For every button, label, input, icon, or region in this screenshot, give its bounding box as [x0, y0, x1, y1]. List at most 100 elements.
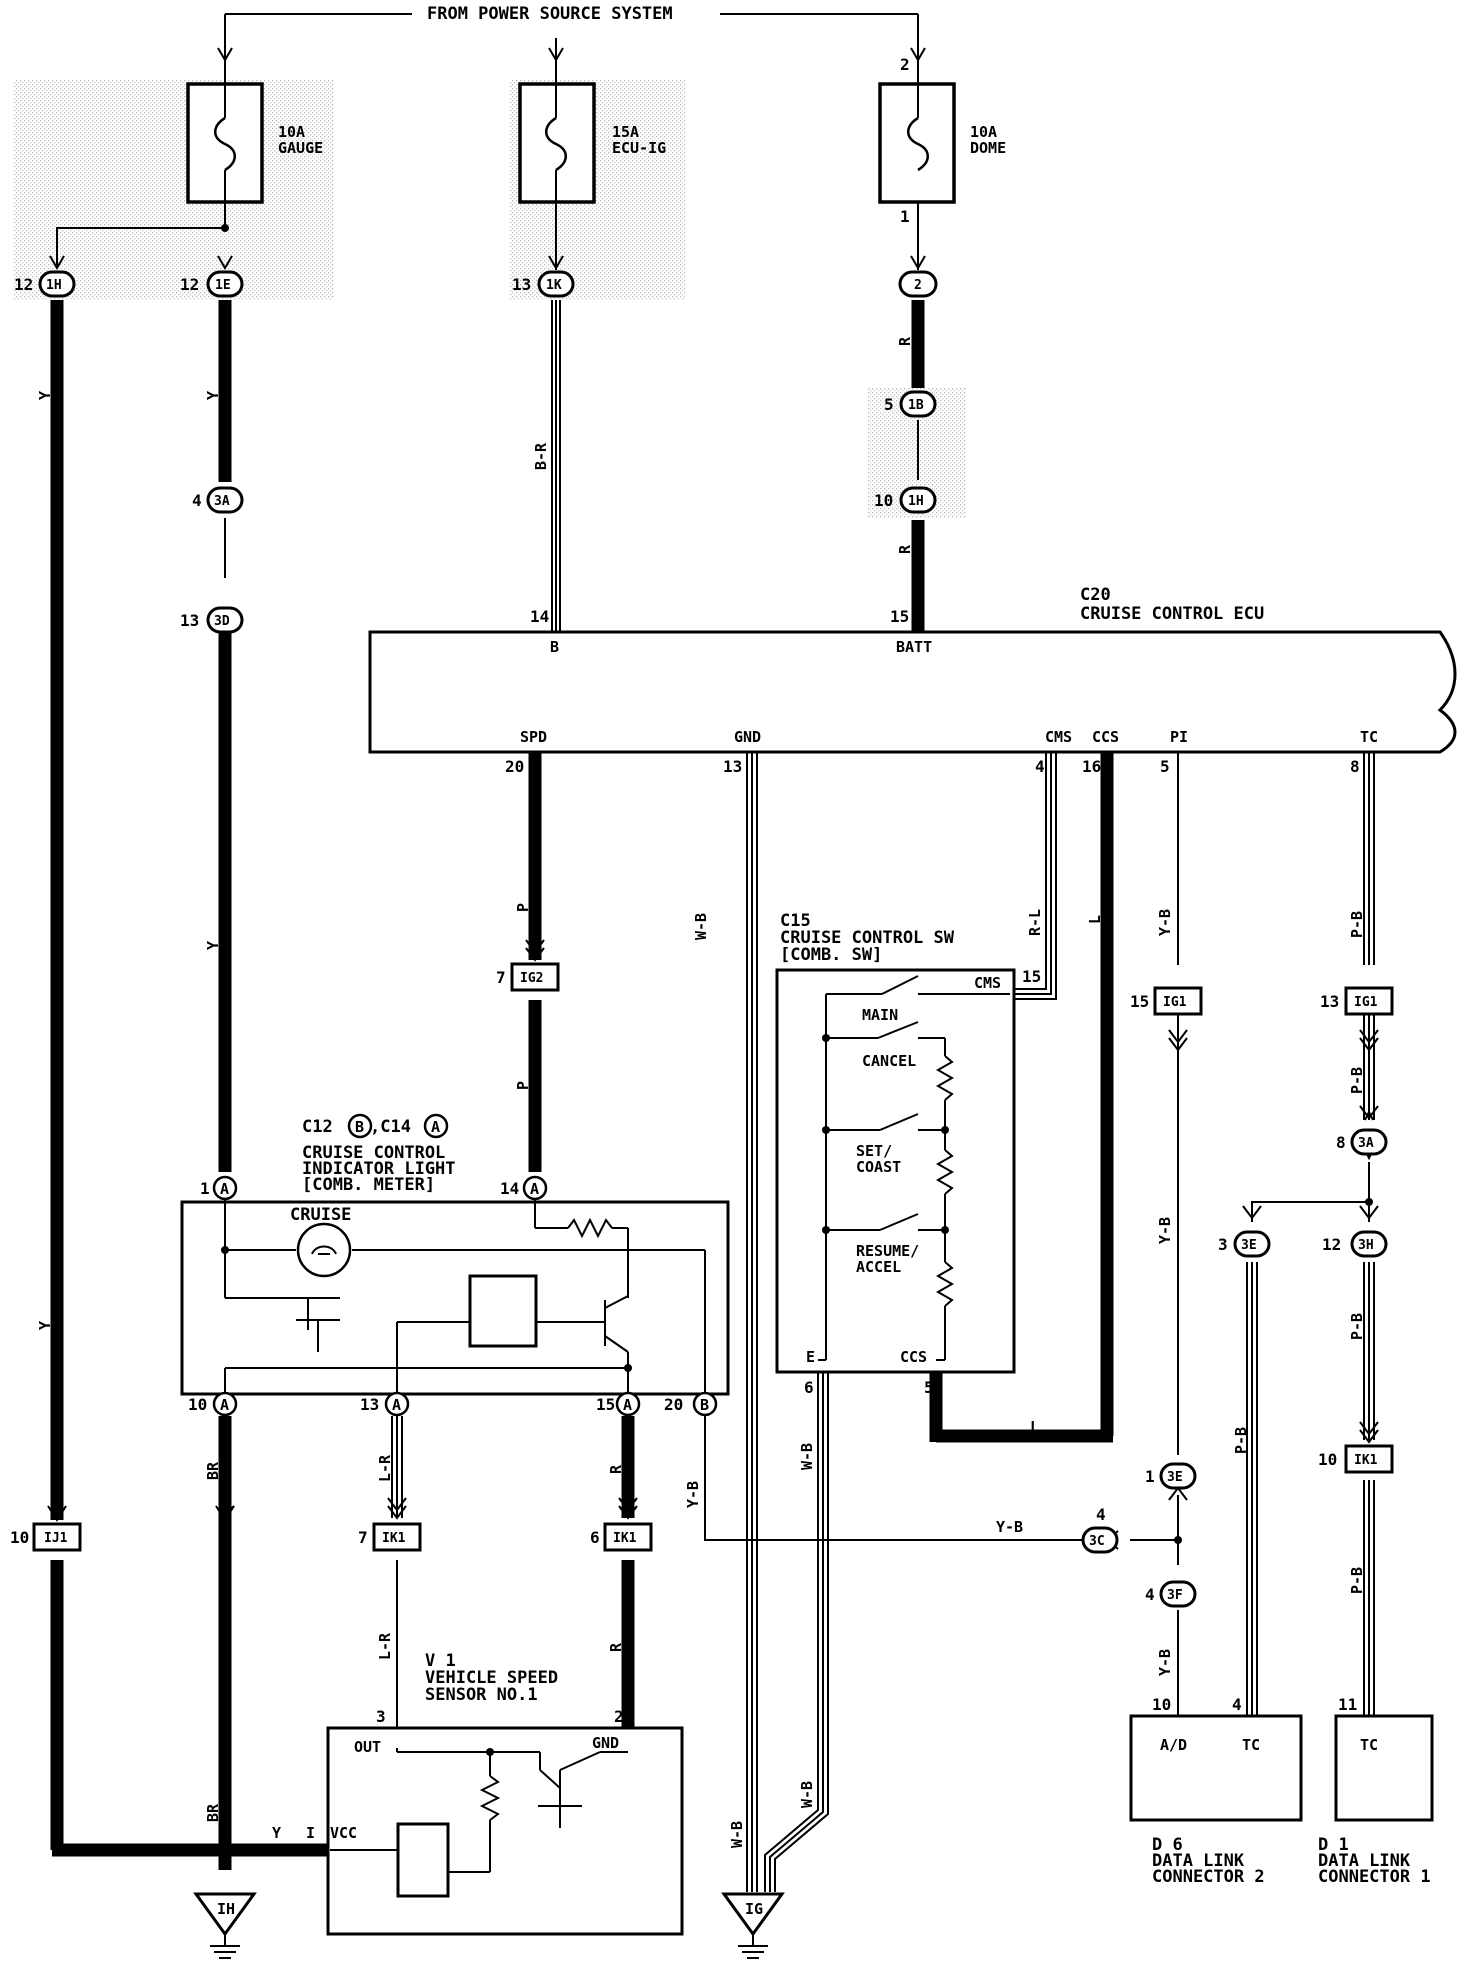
connector-ij1: IJ1 10: [10, 1522, 82, 1552]
junction-1e: 1E 12: [180, 270, 244, 298]
connector-ik1-b-code: IK1: [613, 1531, 637, 1546]
junction-3h-pin: 12: [1322, 1235, 1341, 1254]
wire-color-y-4: Y: [36, 1321, 54, 1330]
junction-1b: 1B 5: [884, 390, 937, 418]
junction-3h: 3H 12: [1322, 1230, 1388, 1258]
indicator-pin-20-num: 20: [664, 1395, 683, 1414]
wire-color-r-1: R: [896, 336, 914, 346]
wire-color-w-b-4: W-B: [728, 1821, 746, 1848]
fuse-dome-pin-bottom: 1: [900, 207, 910, 226]
junction-3a-left-code: 3A: [214, 494, 230, 509]
wire-color-l-r-1: L-R: [376, 1454, 394, 1482]
ecu-terminal-batt: BATT: [896, 638, 932, 656]
switch-resume-label: RESUME/: [856, 1242, 919, 1260]
switch-accel-label: ACCEL: [856, 1258, 901, 1276]
junction-3h-code: 3H: [1358, 1238, 1374, 1253]
indicator-pin-1-letter: A: [220, 1180, 229, 1198]
ground-ig-label: IG: [745, 1900, 763, 1918]
wire-color-y-b-2: Y-B: [1156, 1217, 1174, 1244]
wire-color-y-b-1: Y-B: [1156, 909, 1174, 936]
ecu-terminal-tc: TC: [1360, 728, 1378, 746]
dlc2-pin-ad: 10: [1152, 1695, 1171, 1714]
switch-main-label: MAIN: [862, 1006, 898, 1024]
switch-terminal-e-pin: 6: [804, 1378, 814, 1397]
wire-color-l-1: L: [1086, 915, 1104, 924]
wire-color-r-2: R: [896, 544, 914, 554]
indicator-pin-10-num: 10: [188, 1395, 207, 1414]
junction-1e-code: 1E: [215, 278, 231, 293]
fuse-dome-name: DOME: [970, 139, 1006, 157]
indicator-line3: [COMB. METER]: [302, 1175, 435, 1195]
dlc2-line2: CONNECTOR 2: [1152, 1867, 1265, 1887]
indicator-pin-14-letter: A: [530, 1180, 539, 1198]
wire-color-y-1: Y: [36, 391, 54, 400]
sensor-out-label: OUT: [354, 1738, 381, 1756]
junction-1k-code: 1K: [546, 278, 562, 293]
dlc2-pin-tc: 4: [1232, 1695, 1242, 1714]
ground-ih-label: IH: [217, 1900, 235, 1918]
connector-ik1-a-code: IK1: [382, 1531, 406, 1546]
ecu-terminal-b: B: [550, 638, 559, 656]
connector-ik1-b-pin: 6: [590, 1528, 600, 1547]
switch-coast-label: COAST: [856, 1158, 901, 1176]
ecu-terminal-gnd-pin: 13: [723, 757, 742, 776]
indicator-pin-20: B 20: [664, 1391, 718, 1417]
junction-3e-mid-pin: 1: [1145, 1467, 1155, 1486]
dlc2-terminal-tc: TC: [1242, 1736, 1260, 1754]
vcc-wire-i: I: [306, 1824, 315, 1842]
connector-ig1-left: IG1 15: [1130, 986, 1203, 1016]
indicator-line2: INDICATOR LIGHT: [302, 1159, 456, 1179]
indicator-pin-15-num: 15: [596, 1395, 615, 1414]
gauge-branch-dot: [221, 224, 229, 232]
junction-3f-pin: 4: [1145, 1585, 1155, 1604]
indicator-pin-14-num: 14: [500, 1179, 519, 1198]
connector-ik1-b: IK1 6: [590, 1522, 653, 1552]
indicator-line1: CRUISE CONTROL: [302, 1143, 445, 1163]
indicator-pin-10-letter: A: [220, 1396, 229, 1414]
ecu-terminal-pi: PI: [1170, 728, 1188, 746]
connector-ik1-c: IK1 10: [1318, 1444, 1394, 1474]
wire-color-r-3: R: [607, 1464, 625, 1474]
wire-color-y-b-3: Y-B: [1156, 1649, 1174, 1676]
junction-1h-top-code: 1H: [46, 278, 62, 293]
connector-ig1-right-pin: 13: [1320, 992, 1339, 1011]
sensor-vcc-label: VCC: [330, 1824, 357, 1842]
indicator-id-b: B: [355, 1118, 364, 1136]
fuse-dome-rating: 10A: [970, 123, 997, 141]
indicator-pin-13: A 13: [360, 1391, 410, 1417]
indicator-pin-14: A 14: [500, 1175, 548, 1201]
junction-3e-mid-code: 3E: [1167, 1470, 1183, 1485]
junction-1k-pin: 13: [512, 275, 531, 294]
indicator-pin-20-letter: B: [700, 1396, 709, 1414]
indicator-lamp-label: CRUISE: [290, 1205, 351, 1225]
switch-cancel-label: CANCEL: [862, 1052, 916, 1070]
data-link-connector-1: [1334, 1714, 1434, 1822]
junction-3e-left: 3E 3: [1218, 1230, 1271, 1258]
connector-ik1-a-pin: 7: [358, 1528, 368, 1547]
wire-color-w-b-1: W-B: [692, 913, 710, 940]
ecu-terminal-pi-pin: 5: [1160, 757, 1170, 776]
ecu-terminal-gnd: GND: [734, 728, 761, 746]
dlc2-id: D 6: [1152, 1835, 1183, 1855]
wire-color-l-2: L: [1030, 1418, 1039, 1436]
indicator-id-sep: ,C14: [370, 1117, 411, 1137]
ecu-id: C20: [1080, 585, 1111, 605]
junction-3c: 3C 4: [1081, 1505, 1119, 1554]
wire-color-p-b-3: P-B: [1348, 1313, 1366, 1340]
ecu-terminal-batt-pin: 15: [890, 607, 909, 626]
junction-dot-3a: [1365, 1198, 1373, 1206]
junction-3e-left-code: 3E: [1241, 1238, 1257, 1253]
dlc1-id: D 1: [1318, 1835, 1349, 1855]
wire-color-b-r: B-R: [532, 442, 550, 470]
dlc1-line2: CONNECTOR 1: [1318, 1867, 1431, 1887]
wire-color-w-b-2: W-B: [798, 1443, 816, 1470]
junction-3e-left-pin: 3: [1218, 1235, 1228, 1254]
ecu-terminal-tc-pin: 8: [1350, 757, 1360, 776]
junction-3a-right-oval: 3A 8: [1336, 1128, 1388, 1156]
ground-ih: [193, 1892, 257, 1959]
connector-ig2-code: IG2: [520, 971, 543, 986]
switch-name: CRUISE CONTROL SW: [780, 928, 955, 948]
wires: [47, 300, 1379, 1892]
fuse-dome-pin-top: 2: [900, 55, 910, 74]
